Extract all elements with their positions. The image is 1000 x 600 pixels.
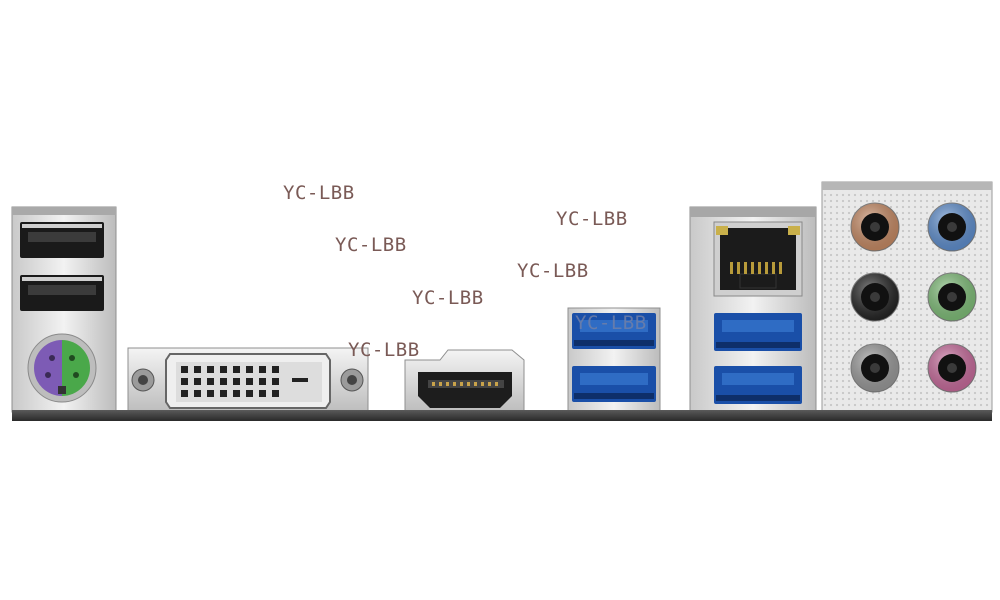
hdmi-contact — [432, 382, 435, 386]
dvi-pin — [233, 390, 240, 397]
hdmi-contact — [453, 382, 456, 386]
audio-jack[interactable] — [927, 343, 977, 393]
ps2-combo-port[interactable] — [27, 333, 97, 403]
dvi-pin — [246, 366, 253, 373]
dvi-pin — [233, 366, 240, 373]
lan-contact — [765, 262, 768, 274]
watermark-text: YC-LBB — [335, 234, 407, 256]
dvi-pin — [272, 390, 279, 397]
dvi-pin — [194, 378, 201, 385]
usb2-ps2-stack — [11, 206, 117, 413]
hdmi-contact — [460, 382, 463, 386]
dvi-pin — [259, 378, 266, 385]
dvi-pin — [246, 390, 253, 397]
dvi-pin — [259, 366, 266, 373]
audio-jack[interactable] — [927, 272, 977, 322]
dvi-pin — [194, 366, 201, 373]
usb2-port-top[interactable] — [20, 222, 104, 258]
hdmi-contact — [481, 382, 484, 386]
watermark-text: YC-LBB — [575, 312, 647, 334]
hdmi-port[interactable] — [404, 349, 525, 413]
watermark-text: YC-LBB — [412, 287, 484, 309]
lan-contact — [730, 262, 733, 274]
motherboard-edge — [12, 410, 992, 421]
lan-contact — [758, 262, 761, 274]
lan-contact — [772, 262, 775, 274]
dvi-pin — [220, 378, 227, 385]
dvi-pin — [233, 378, 240, 385]
watermark-text: YC-LBB — [283, 182, 355, 204]
dvi-pin — [272, 378, 279, 385]
usb3-port-lan-bottom[interactable] — [714, 366, 802, 404]
hdmi-contact — [474, 382, 477, 386]
watermark-text: YC-LBB — [517, 260, 589, 282]
dvi-pin — [207, 366, 214, 373]
lan-contact — [779, 262, 782, 274]
hdmi-contact — [439, 382, 442, 386]
usb3-port-bottom[interactable] — [572, 366, 656, 402]
audio-jack[interactable] — [850, 202, 900, 252]
hdmi-contact — [446, 382, 449, 386]
dvi-pin — [246, 378, 253, 385]
lan-contact — [737, 262, 740, 274]
usb3-port-lan-top[interactable] — [714, 313, 802, 351]
lan-contact — [744, 262, 747, 274]
dvi-port[interactable] — [127, 347, 369, 413]
watermark-text: YC-LBB — [348, 339, 420, 361]
watermark-text: YC-LBB — [556, 208, 628, 230]
dvi-pin — [220, 390, 227, 397]
audio-jack[interactable] — [850, 343, 900, 393]
usb3-port-top[interactable] — [572, 313, 656, 349]
lan-usb3-stack — [689, 206, 817, 413]
usb2-port-bottom[interactable] — [20, 275, 104, 311]
audio-panel — [821, 181, 993, 413]
dvi-pin — [272, 366, 279, 373]
dvi-pin — [194, 390, 201, 397]
dvi-pin — [181, 390, 188, 397]
lan-contact — [751, 262, 754, 274]
hdmi-contact — [467, 382, 470, 386]
audio-jack[interactable] — [850, 272, 900, 322]
dvi-pin — [220, 366, 227, 373]
dvi-pin — [207, 390, 214, 397]
hdmi-contact — [495, 382, 498, 386]
audio-jack[interactable] — [927, 202, 977, 252]
dvi-pin — [207, 378, 214, 385]
dvi-pin — [259, 390, 266, 397]
hdmi-contact — [488, 382, 491, 386]
rj45-port[interactable] — [713, 221, 803, 297]
usb3-stack-left — [567, 307, 661, 413]
dvi-pin — [181, 366, 188, 373]
dvi-pin — [181, 378, 188, 385]
